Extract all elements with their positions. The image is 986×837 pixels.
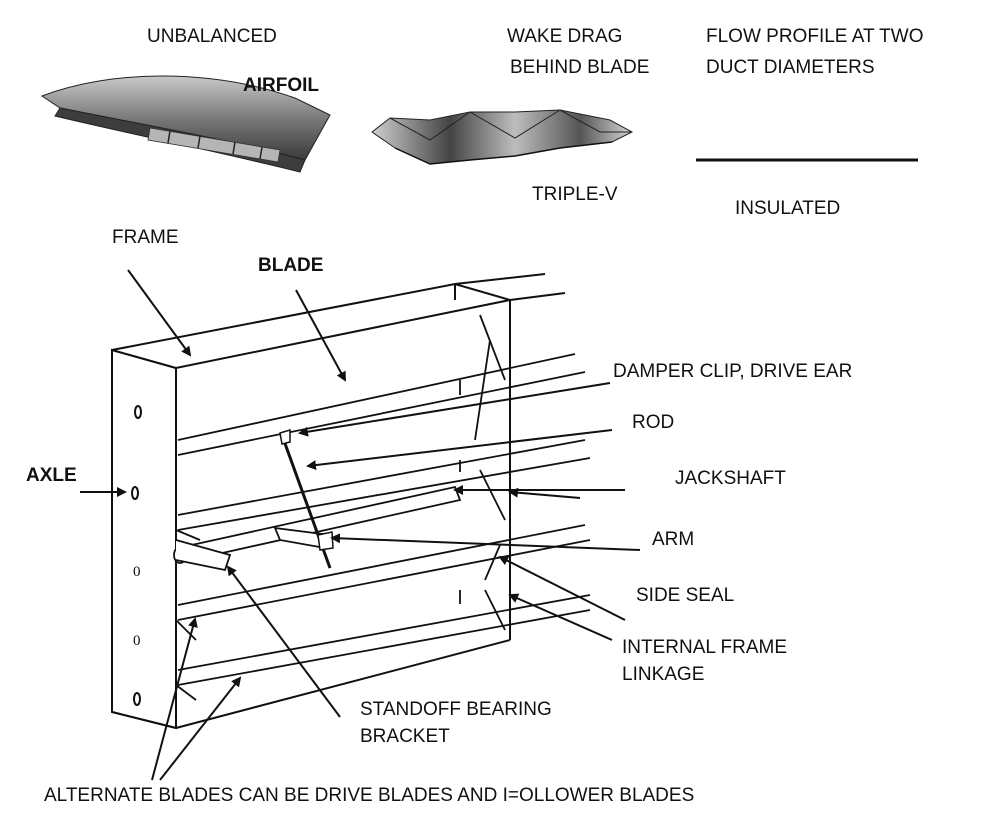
label-standoff-line1: STANDOFF BEARING (360, 699, 552, 720)
label-airfoil: AIRFOIL (243, 75, 319, 96)
label-frame: FRAME (112, 227, 179, 248)
jackshaft-shaft (173, 485, 462, 572)
label-damper-clip: DAMPER CLIP, DRIVE EAR (613, 361, 853, 382)
label-arm: ARM (652, 529, 695, 550)
label-unbalanced: UNBALANCED (147, 26, 277, 47)
axle-holes (131, 405, 142, 706)
label-rod: ROD (632, 412, 675, 433)
label-internal-frame-line1: INTERNAL FRAME (622, 637, 788, 658)
label-side-seal: SIDE SEAL (636, 585, 735, 606)
label-internal-frame-line2: LINKAGE (622, 664, 705, 685)
triple-v-blade-illustration (371, 109, 634, 165)
label-insulated: INSULATED (735, 198, 841, 219)
label-jackshaft: JACKSHAFT (675, 468, 786, 489)
airfoil-blade-illustration (40, 75, 331, 173)
svg-text:0: 0 (133, 564, 141, 580)
label-blade: BLADE (258, 255, 324, 276)
label-alternate-blades: ALTERNATE BLADES CAN BE DRIVE BLADES AND… (44, 785, 695, 806)
label-wake-drag-line2: BEHIND BLADE (510, 57, 650, 78)
label-flow-profile-line2: DUCT DIAMETERS (706, 57, 875, 78)
label-axle: AXLE (26, 465, 77, 486)
svg-text:0: 0 (133, 633, 141, 649)
label-standoff-line2: BRACKET (360, 726, 450, 747)
label-wake-drag-line1: WAKE DRAG (507, 26, 623, 47)
axle-hole-marks: 0 0 (133, 564, 141, 649)
label-flow-profile-line1: FLOW PROFILE AT TWO (706, 26, 924, 47)
leader-arrows (80, 269, 641, 781)
drive-rod (279, 428, 334, 569)
label-triple-v: TRIPLE-V (532, 184, 618, 205)
